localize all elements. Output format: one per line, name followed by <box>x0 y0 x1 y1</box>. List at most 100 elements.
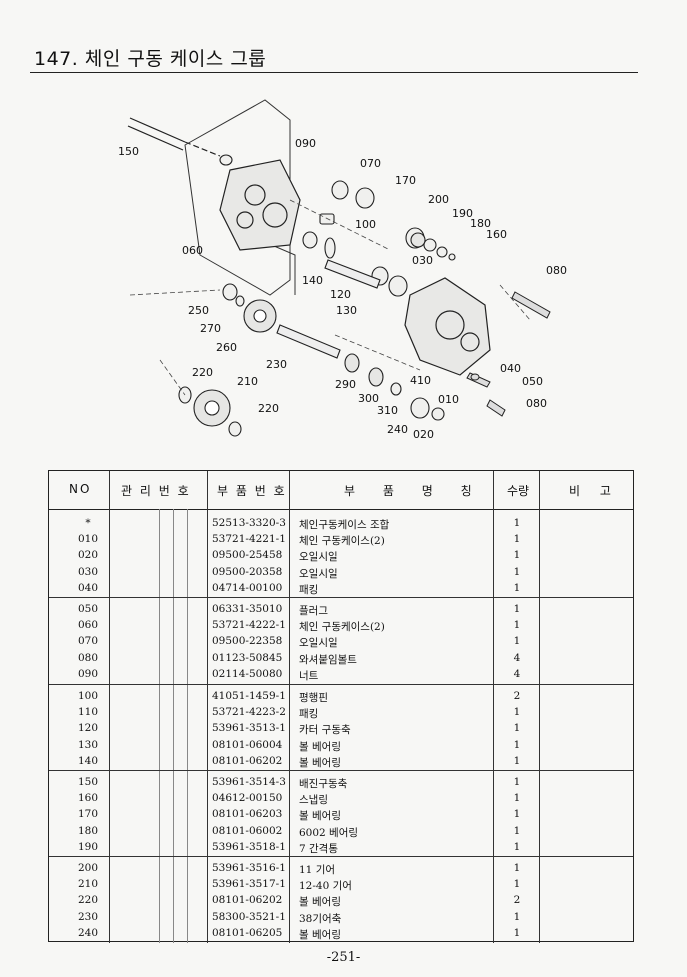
row-quantity: 1 <box>513 635 521 648</box>
group-divider <box>49 684 633 685</box>
row-no: 210 <box>77 878 99 891</box>
callout-label: 250 <box>188 304 209 317</box>
row-part-number: 08101-06205 <box>212 926 283 939</box>
table-row: 070 09500-22358 오일시일 1 <box>49 635 633 650</box>
row-no: 040 <box>77 581 99 594</box>
row-part-number: 09500-22358 <box>212 635 283 648</box>
row-part-name: 오일시일 <box>299 551 338 564</box>
row-quantity: 1 <box>513 619 521 632</box>
title-rule <box>30 72 638 73</box>
row-quantity: 1 <box>513 776 521 788</box>
row-part-number: 08101-06002 <box>212 824 283 837</box>
right-case-drawing <box>404 277 491 376</box>
callout-label: 130 <box>336 304 357 317</box>
callout-label: 200 <box>428 193 449 206</box>
row-no: 170 <box>77 808 99 821</box>
row-no: 100 <box>77 690 99 702</box>
row-part-name: 오일시일 <box>299 567 338 580</box>
row-quantity: 1 <box>513 824 521 837</box>
callout-label: 080 <box>526 397 547 410</box>
row-quantity: 1 <box>513 565 521 578</box>
row-part-number: 53721-4223-2 <box>212 706 286 719</box>
row-quantity: 1 <box>513 517 521 529</box>
page-number: -251- <box>326 950 361 965</box>
row-no: 150 <box>77 776 99 788</box>
col-divider <box>109 471 110 943</box>
row-part-number: 53961-3516-1 <box>212 862 286 874</box>
row-part-number: 53721-4222-1 <box>212 619 286 632</box>
row-part-number: 08101-06202 <box>212 754 283 767</box>
row-part-name: 볼 베어링 <box>299 928 341 941</box>
row-part-name: 볼 베어링 <box>299 740 341 753</box>
row-quantity: 1 <box>513 533 521 546</box>
callout-label: 180 <box>470 217 491 230</box>
row-part-name: 배진구동축 <box>299 778 348 790</box>
callout-label: 210 <box>237 375 258 388</box>
callout-label: 020 <box>413 428 434 441</box>
row-no: 030 <box>77 565 99 578</box>
table-row: 040 04714-00100 패킹 1 <box>49 582 633 597</box>
drive-shaft-drawing <box>127 117 221 157</box>
row-quantity: 1 <box>513 878 521 891</box>
row-part-number: 04612-00150 <box>212 792 283 805</box>
row-part-name: 오일시일 <box>299 637 338 650</box>
row-part-name: 패킹 <box>299 583 319 596</box>
row-part-number: 08101-06004 <box>212 738 283 751</box>
shafts-drawing <box>276 259 381 359</box>
callout-label: 220 <box>258 402 279 415</box>
callout-label: 080 <box>546 264 567 277</box>
row-quantity: 2 <box>513 690 521 702</box>
row-no: 230 <box>77 910 99 923</box>
header-mgmt: 관 리 번 호 <box>121 484 191 498</box>
row-part-number: 53961-3514-3 <box>212 776 286 788</box>
header-part: 부 품 번 호 <box>217 484 287 498</box>
row-quantity: 1 <box>513 706 521 719</box>
row-quantity: 1 <box>513 926 521 939</box>
gears-drawing <box>193 232 426 427</box>
row-part-name: 7 간격통 <box>299 842 338 855</box>
header-qty: 수량 <box>507 484 530 498</box>
row-quantity: 1 <box>513 910 521 923</box>
row-part-number: 06331-35010 <box>212 603 283 615</box>
row-part-name: 와셔붙임볼트 <box>299 653 357 666</box>
callout-label: 220 <box>192 366 213 379</box>
row-quantity: 1 <box>513 549 521 562</box>
row-part-name: 체인구동케이스 조합 <box>299 519 390 531</box>
row-no: 160 <box>77 792 99 805</box>
group-divider <box>49 597 633 598</box>
row-no: 140 <box>77 754 99 767</box>
row-no: 070 <box>77 635 99 648</box>
row-quantity: 1 <box>513 754 521 767</box>
row-quantity: 1 <box>513 581 521 594</box>
row-part-number: 53961-3513-1 <box>212 722 286 735</box>
row-quantity: 1 <box>513 862 521 874</box>
row-quantity: 4 <box>513 651 521 664</box>
table-row: 150 53961-3514-3 배진구동축 1 <box>49 776 633 791</box>
row-part-name: 너트 <box>299 669 319 682</box>
row-part-name: 체인 구동케이스(2) <box>299 621 385 634</box>
group-divider <box>49 770 633 771</box>
row-part-number: 53961-3517-1 <box>212 878 286 891</box>
callout-label: 300 <box>358 392 379 405</box>
col-divider <box>289 471 290 943</box>
callout-label: 170 <box>395 174 416 187</box>
row-quantity: 4 <box>513 667 521 680</box>
table-header: NO 관 리 번 호 부 품 번 호 부 품 명 칭 수량 비 고 <box>49 471 633 510</box>
row-quantity: 1 <box>513 722 521 735</box>
left-case-drawing <box>219 159 301 251</box>
callout-label: 030 <box>412 254 433 267</box>
row-no: 220 <box>77 894 99 907</box>
row-part-number: 08101-06203 <box>212 808 283 821</box>
row-part-number: 04714-00100 <box>212 581 283 594</box>
